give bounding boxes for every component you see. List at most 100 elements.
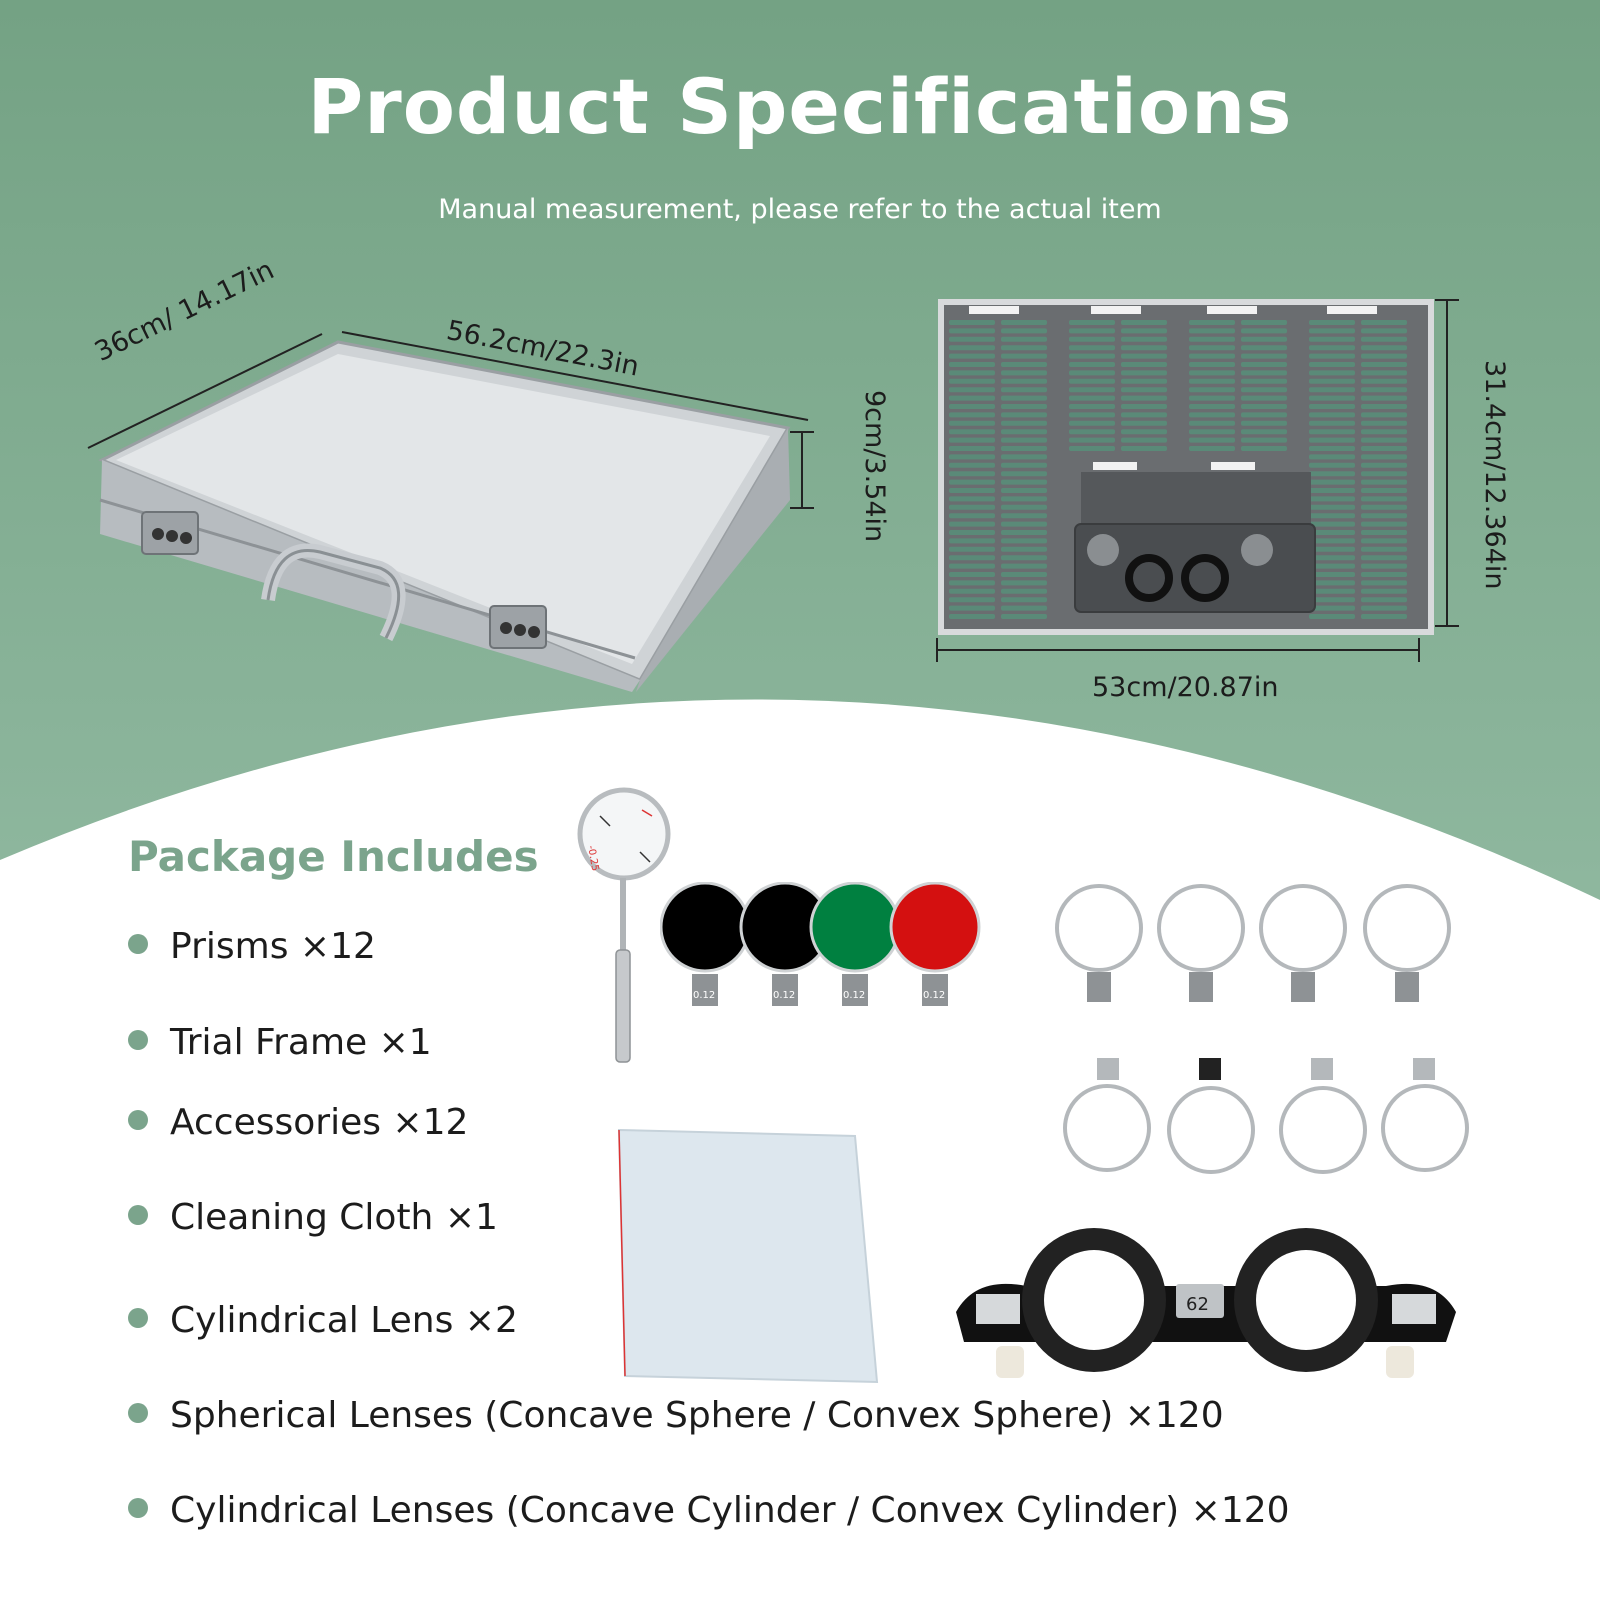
tray-lens xyxy=(1361,412,1407,418)
tray-lens xyxy=(1309,496,1355,502)
tray-lens xyxy=(1001,572,1047,577)
tray-lens xyxy=(1361,504,1407,510)
tray-lens xyxy=(1001,504,1047,510)
tray-lens xyxy=(1309,345,1355,351)
lens-tray-icon xyxy=(936,299,1459,662)
clear-lens-icon xyxy=(1063,1058,1469,1174)
tray-lens xyxy=(1069,320,1115,325)
tray-lens xyxy=(1241,420,1287,426)
tray-lens xyxy=(949,412,995,418)
tray-lens xyxy=(1361,462,1407,468)
tray-lens xyxy=(949,530,995,535)
tray-lens xyxy=(1309,353,1355,359)
tray-lens xyxy=(1189,395,1235,401)
package-item-label: Cleaning Cloth ×1 xyxy=(170,1197,498,1238)
tray-lens xyxy=(949,538,995,544)
tray-lens xyxy=(1361,496,1407,502)
tray-lens xyxy=(1309,420,1355,426)
tray-lens xyxy=(1001,454,1047,460)
tray-lens xyxy=(1361,563,1407,569)
tray-lens xyxy=(1361,479,1407,485)
tray-lens xyxy=(1121,412,1167,418)
package-item-label: Spherical Lenses (Concave Sphere / Conve… xyxy=(170,1395,1224,1436)
tray-lens xyxy=(1189,320,1235,325)
tray-lens xyxy=(1361,404,1407,409)
tray-lens xyxy=(1001,614,1047,619)
tray-lens xyxy=(1121,328,1167,334)
tray-width-label: 53cm/20.87in xyxy=(1092,672,1279,703)
trial-frame-icon: 62 xyxy=(956,1228,1456,1378)
tray-lens xyxy=(1309,521,1355,527)
tray-lens xyxy=(949,479,995,485)
tray-lens xyxy=(949,378,995,384)
frame-number: 62 xyxy=(1186,1294,1209,1315)
tray-lens xyxy=(1001,605,1047,611)
tray-lens xyxy=(1001,370,1047,376)
tray-lens xyxy=(1121,395,1167,401)
tray-lens xyxy=(1121,353,1167,359)
tray-lens xyxy=(1361,437,1407,443)
bullet-icon xyxy=(128,1205,148,1225)
tray-lens xyxy=(1241,345,1287,351)
tray-lens xyxy=(1309,320,1355,325)
tray-lens xyxy=(1309,563,1355,569)
tray-lens xyxy=(1069,404,1115,409)
tray-lens xyxy=(1069,345,1115,351)
tray-lens xyxy=(1001,597,1047,603)
tray-lens xyxy=(949,446,995,451)
tray-lens xyxy=(1121,429,1167,435)
tray-lens xyxy=(1361,555,1407,561)
tray-lens xyxy=(949,496,995,502)
tray-lens xyxy=(949,454,995,460)
tray-lens xyxy=(1361,530,1407,535)
tray-lens xyxy=(1361,429,1407,435)
bullet-icon xyxy=(128,1308,148,1328)
package-item: Accessories ×12 xyxy=(128,1102,468,1143)
tray-lens xyxy=(949,353,995,359)
tray-lens xyxy=(1001,496,1047,502)
tray-lens xyxy=(949,546,995,552)
tray-lens xyxy=(1189,345,1235,351)
tray-lens xyxy=(949,504,995,510)
tray-lens xyxy=(1189,437,1235,443)
package-item-label: Cylindrical Lens ×2 xyxy=(170,1300,518,1341)
tray-lens xyxy=(1241,336,1287,342)
tray-lens xyxy=(1309,429,1355,435)
tray-lens xyxy=(1361,353,1407,359)
tray-lens xyxy=(1189,362,1235,367)
tray-lens xyxy=(1001,530,1047,535)
tray-lens xyxy=(949,563,995,569)
tray-lens xyxy=(1241,387,1287,393)
bullet-icon xyxy=(128,1498,148,1518)
tray-lens xyxy=(1069,395,1115,401)
lens-tag: 0.12 xyxy=(773,990,795,1001)
tray-lens xyxy=(1001,513,1047,519)
tray-lens xyxy=(1069,370,1115,376)
tray-lens xyxy=(1361,572,1407,577)
tray-lens xyxy=(1121,404,1167,409)
tray-lens xyxy=(1361,580,1407,586)
tray-lens xyxy=(1361,362,1407,367)
tray-lens xyxy=(1001,546,1047,552)
tray-lens xyxy=(1361,614,1407,619)
tray-lens xyxy=(1361,395,1407,401)
tray-lens xyxy=(949,588,995,594)
tray-lens xyxy=(1001,580,1047,586)
package-item: Cylindrical Lenses (Concave Cylinder / C… xyxy=(128,1490,1290,1531)
tray-lens xyxy=(1001,437,1047,443)
tray-lens xyxy=(1241,404,1287,409)
tray-lens xyxy=(1309,538,1355,544)
tray-lens xyxy=(1361,446,1407,451)
tray-lens xyxy=(949,513,995,519)
tray-lens xyxy=(1241,437,1287,443)
tray-lens xyxy=(1241,370,1287,376)
clear-lens-icon xyxy=(1055,884,1451,1002)
tray-lens xyxy=(949,572,995,577)
tray-lens xyxy=(949,362,995,367)
tray-lens xyxy=(1001,320,1047,325)
tray-lens xyxy=(1001,538,1047,544)
tray-lens xyxy=(1001,462,1047,468)
tray-lens xyxy=(1241,320,1287,325)
tray-lens xyxy=(1309,412,1355,418)
tray-lens xyxy=(1069,387,1115,393)
